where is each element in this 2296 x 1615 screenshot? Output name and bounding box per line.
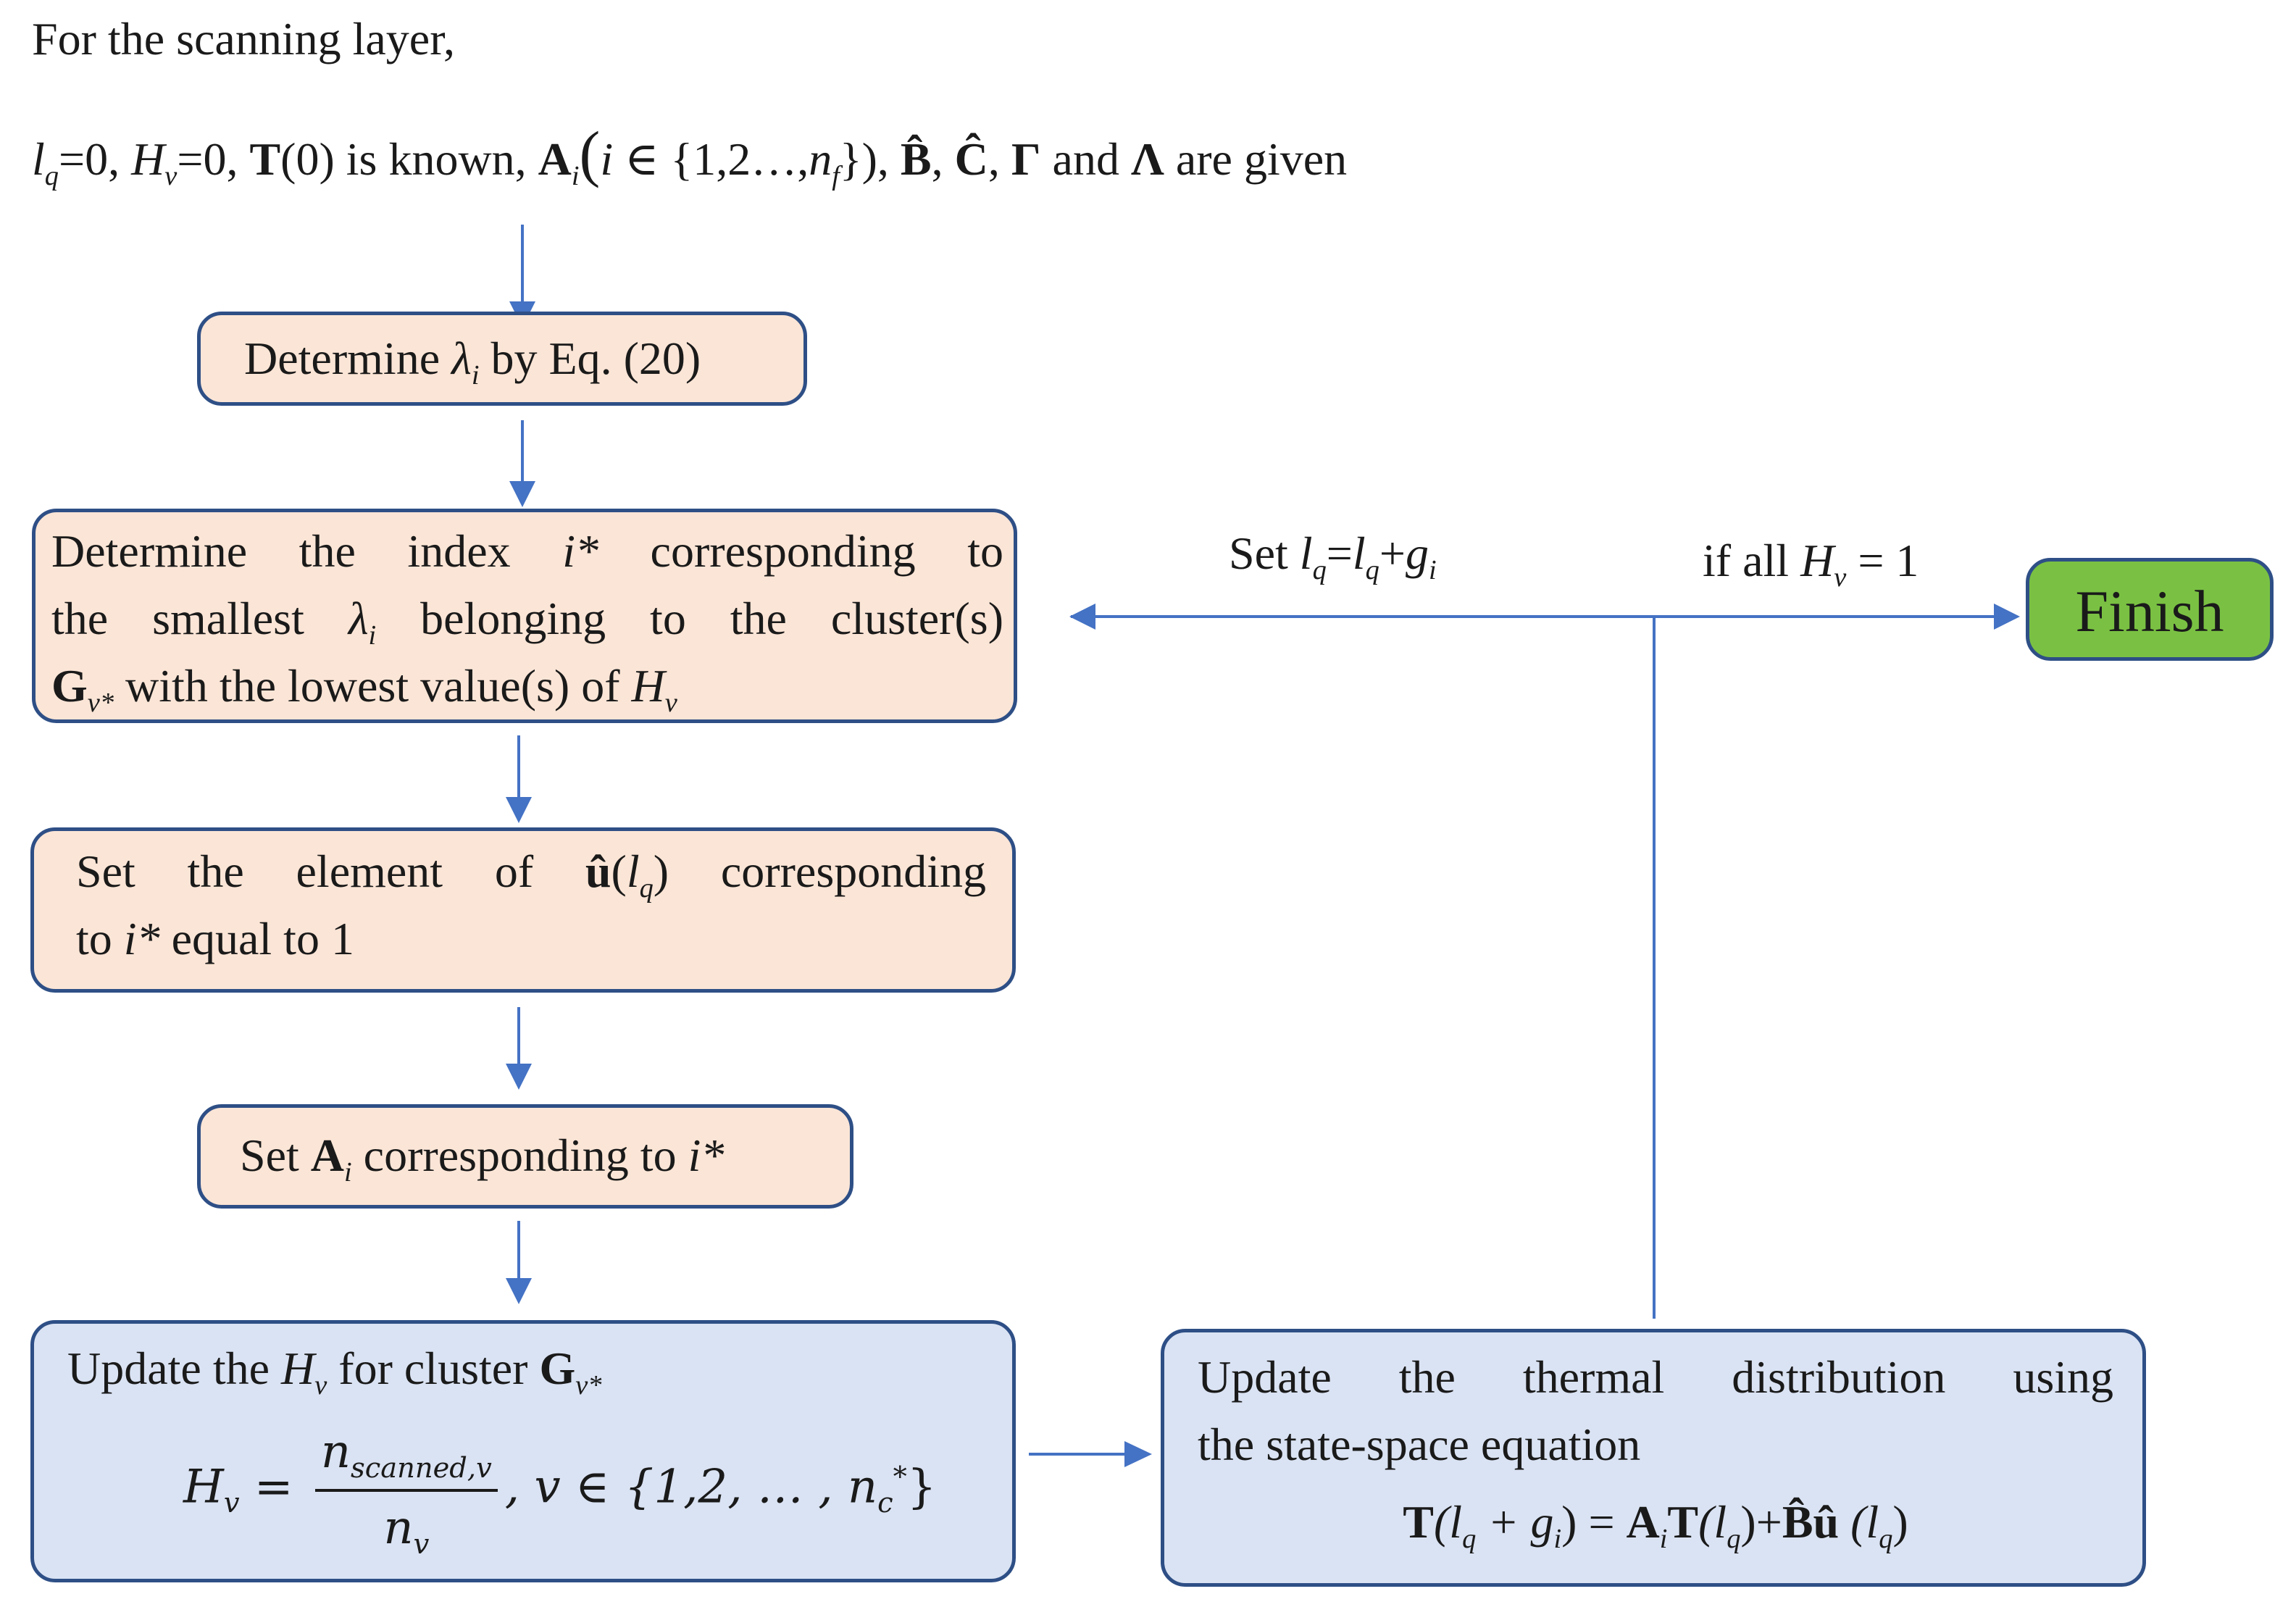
finish-box: Finish <box>2026 558 2274 661</box>
determine-index-line-2: the smallest λi belonging to the cluster… <box>51 592 1004 651</box>
set-element-line-1: Set the element of û(lq) corresponding <box>76 846 986 904</box>
arrowhead-index-to-element <box>506 797 532 823</box>
arrowhead-setA-to-update <box>506 1278 532 1304</box>
arrowhead-feedback-to-finish <box>1994 604 2020 630</box>
intro-line-1: For the scanning layer, <box>32 13 455 64</box>
hv-fraction: nscanned,v nv <box>314 1419 498 1562</box>
set-element-box: Set the element of û(lq) corresponding t… <box>30 827 1016 993</box>
hv-numerator: nscanned,v <box>314 1419 498 1492</box>
determine-index-line-1: Determine the index i* corresponding to <box>51 525 1004 577</box>
set-a-box: Set Ai corresponding to i* <box>197 1104 853 1209</box>
determine-lambda-box: Determine λi by Eq. (20) <box>197 312 807 406</box>
hv-denominator: nv <box>383 1501 430 1561</box>
update-thermal-box: Update the thermal distribution using th… <box>1161 1329 2146 1587</box>
update-thermal-line-2: the state-space equation <box>1198 1418 1641 1470</box>
set-lq-label: Set lq=lq+gi <box>1229 527 1437 585</box>
if-all-hv-label: if all Hv = 1 <box>1703 535 1919 593</box>
intro-line-2: lq=0, Hv=0, T(0) is known, Ai(i ∈ {1,2…,… <box>32 119 1348 191</box>
state-space-equation: T(lq + gi) = AiT(lq)+B̂û (lq) <box>1403 1495 1908 1554</box>
update-hv-box: Update the Hv for cluster Gv* Hv = nscan… <box>30 1320 1016 1582</box>
arrowhead-lambda-to-index <box>509 481 535 507</box>
determine-index-line-3: Gv* with the lowest value(s) of Hv <box>51 659 677 718</box>
set-element-line-2: to i* equal to 1 <box>76 912 354 964</box>
determine-index-box: Determine the index i* corresponding to … <box>32 509 1017 723</box>
update-hv-line-1: Update the Hv for cluster Gv* <box>67 1343 602 1401</box>
arrowhead-element-to-setA <box>506 1064 532 1090</box>
arrowhead-feedback-to-index <box>1069 604 1095 630</box>
update-thermal-line-1: Update the thermal distribution using <box>1198 1351 2113 1403</box>
arrowhead-update-to-thermal <box>1124 1441 1152 1467</box>
